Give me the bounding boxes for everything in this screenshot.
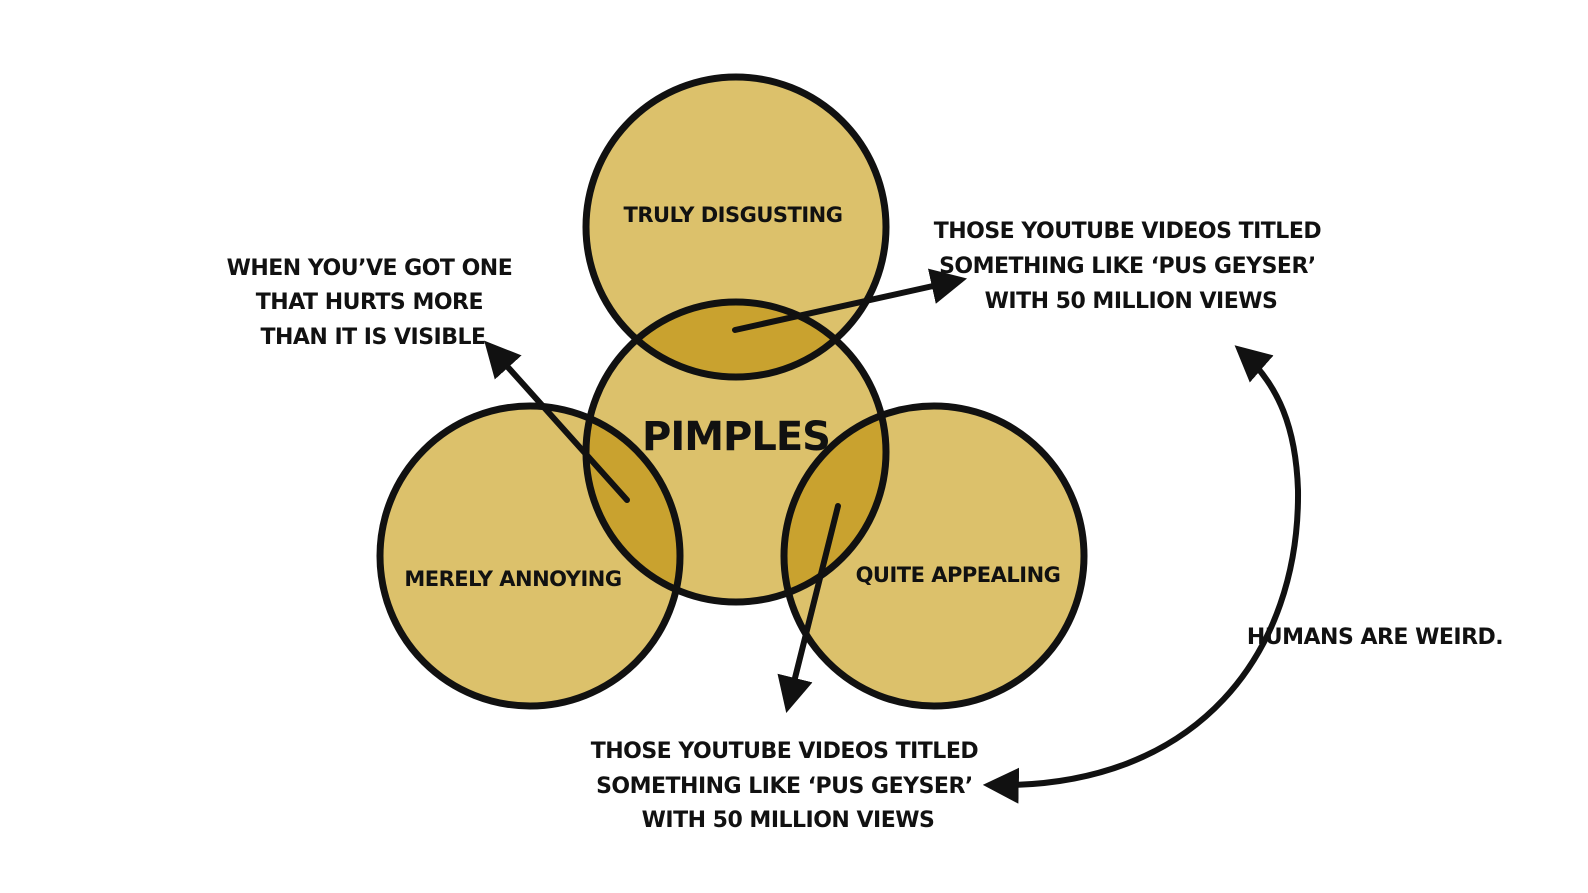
- curved-arrow-humans-are-weird: [982, 345, 1302, 804]
- note-youtube-bottom-line: THOSE YOUTUBE VIDEOS TITLED: [591, 739, 979, 764]
- arrow-left-overlap-to-note: [484, 340, 630, 503]
- circle-fills: [380, 77, 1084, 706]
- label-pimples: PIMPLES: [642, 414, 830, 460]
- circle-top: [586, 77, 886, 377]
- note-youtube-top: THOSE YOUTUBE VIDEOS TITLED SOMETHING LI…: [934, 219, 1329, 314]
- note-youtube-bottom-line: WITH 50 MILLION VIEWS: [642, 808, 935, 833]
- outline-left: [376, 402, 684, 710]
- note-youtube-bottom-line: SOMETHING LIKE ‘PUS GEYSER’: [596, 774, 973, 799]
- note-hurts-more: WHEN YOU’VE GOT ONE THAT HURTS MORE THAN…: [227, 256, 520, 350]
- note-humans-are-weird: HUMANS ARE WEIRD.: [1247, 625, 1503, 650]
- note-youtube-top-line: SOMETHING LIKE ‘PUS GEYSER’: [939, 254, 1316, 279]
- outline-top: [582, 73, 890, 381]
- arrow-top-overlap-to-note: [732, 268, 968, 333]
- overlap-regions: [586, 302, 886, 602]
- overlap-right-center: [784, 406, 886, 602]
- note-youtube-top-line: THOSE YOUTUBE VIDEOS TITLED: [934, 219, 1322, 244]
- note-youtube-bottom: THOSE YOUTUBE VIDEOS TITLED SOMETHING LI…: [591, 739, 986, 833]
- note-hurts-more-line: THAN IT IS VISIBLE: [260, 325, 485, 350]
- note-youtube-top-line: WITH 50 MILLION VIEWS: [985, 289, 1278, 314]
- arrow-right-overlap-to-note: [777, 503, 841, 713]
- note-hurts-more-line: WHEN YOU’VE GOT ONE: [227, 256, 513, 281]
- label-merely-annoying: MERELY ANNOYING: [404, 567, 621, 591]
- label-truly-disgusting: TRULY DISGUSTING: [624, 203, 843, 227]
- arrows: [484, 268, 1302, 804]
- overlap-left-center: [586, 406, 680, 602]
- note-hurts-more-line: THAT HURTS MORE: [256, 290, 483, 315]
- label-quite-appealing: QUITE APPEALING: [856, 563, 1061, 587]
